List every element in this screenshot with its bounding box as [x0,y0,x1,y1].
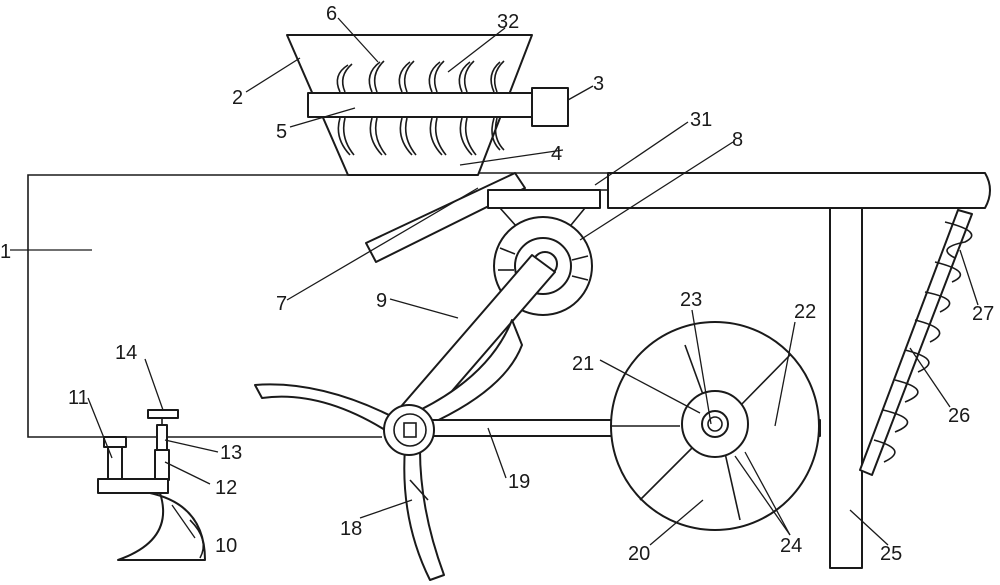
label-11: 11 [68,387,89,409]
label-27: 27 [972,303,994,325]
auger-flights [873,221,973,463]
handwheel-14 [147,409,179,419]
plough-share-10 [117,492,206,561]
label-10: 10 [215,535,237,557]
label-18: 18 [340,518,362,540]
plough-share-curve [189,519,205,559]
label-14: 14 [115,342,137,364]
rotor-blade-lower [403,447,445,581]
label-5: 5 [276,121,287,143]
rotor-hub-key [403,422,417,438]
label-4: 4 [551,143,562,165]
label-21: 21 [572,353,594,375]
leader-lines [10,17,979,546]
rotor-blade-lower-inner [409,479,429,501]
mount-post-12 [154,449,170,481]
clamp-10 [97,478,169,494]
label-32: 32 [497,11,519,33]
large-wheel-axle [701,410,729,438]
drive-wheel-spokes [498,247,589,281]
furrow-opener [97,409,206,561]
label-20: 20 [628,543,650,565]
large-wheel-axle-core [707,416,723,432]
label-13: 13 [220,442,242,464]
screw-blades [336,60,505,156]
label-1: 1 [0,241,11,263]
label-12: 12 [215,477,237,499]
label-8: 8 [732,129,743,151]
frame-body [27,174,382,438]
motor-box [531,87,569,127]
rotor-blade-left [254,383,396,431]
feed-chute [365,172,526,263]
crank-arm [397,254,556,429]
label-26: 26 [948,405,970,427]
label-7: 7 [276,293,287,315]
screw-shaft [307,92,534,118]
auger-shaft [859,209,973,476]
large-wheel-spokes [612,344,791,521]
label-2: 2 [232,87,243,109]
label-9: 9 [376,290,387,312]
bracket [487,189,601,209]
label-23: 23 [680,289,702,311]
rotor-hub [383,404,435,456]
label-3: 3 [593,73,604,95]
label-6: 6 [326,3,337,25]
rotor-blade-upper [419,319,523,426]
label-31: 31 [690,109,712,131]
label-24: 24 [780,535,802,557]
label-25: 25 [880,543,902,565]
adjust-screw-13 [156,424,168,451]
label-19: 19 [508,471,530,493]
rotor-hub-inner [393,413,427,447]
label-22: 22 [794,301,816,323]
top-rail [607,172,991,209]
vertical-post [829,207,863,569]
